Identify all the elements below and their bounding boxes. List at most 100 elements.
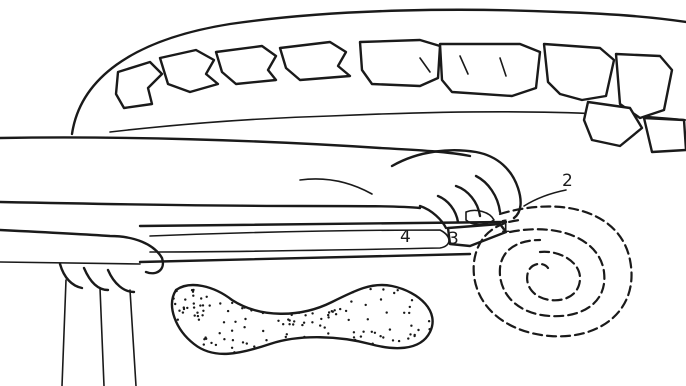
spiral-inner — [527, 252, 580, 301]
left-hand — [0, 230, 163, 292]
stipple-dot — [282, 323, 284, 325]
stipple-dot — [354, 339, 356, 341]
stipple-dot — [241, 307, 243, 309]
stipple-dot — [407, 337, 409, 339]
instrument-lower — [140, 254, 470, 262]
stipple-dot — [186, 307, 188, 309]
stipple-dot — [223, 321, 225, 323]
left-arm-lines — [62, 280, 136, 386]
stipple-dot — [353, 336, 355, 338]
stipple-dot — [227, 310, 229, 312]
stipple-dot — [232, 339, 234, 341]
vertebra — [216, 46, 276, 84]
stipple-dot — [398, 340, 400, 342]
stipple-dot — [413, 335, 415, 337]
stipple-dot — [382, 336, 384, 338]
stipple-dot — [172, 297, 174, 299]
stipple-dot — [291, 314, 293, 316]
stipple-dot — [193, 306, 195, 308]
stipple-dot — [304, 314, 306, 316]
stipple-dot — [428, 328, 430, 330]
stipple-dot — [369, 288, 371, 290]
stipple-dot — [392, 339, 394, 341]
stipple-dot — [380, 298, 382, 300]
stipple-dot — [334, 309, 336, 311]
forearm-crease — [300, 179, 372, 194]
stipple-dot — [215, 344, 217, 346]
stipple-dot — [382, 288, 384, 290]
stipple-dot — [242, 341, 244, 343]
stipple-dot — [311, 312, 313, 314]
stipple-dot — [200, 297, 202, 299]
stipple-dot — [198, 319, 200, 321]
stipple-dot — [202, 304, 204, 306]
stipple-dot — [320, 318, 322, 320]
stipple-dot — [409, 306, 411, 308]
stipple-dot — [265, 339, 267, 341]
stipple-dot — [311, 321, 313, 323]
stipple-dot — [210, 342, 212, 344]
stipple-dot — [408, 312, 410, 314]
stipple-dot — [219, 332, 221, 334]
stipple-dot — [331, 310, 333, 312]
stipple-dot — [350, 300, 352, 302]
stipple-dot — [206, 296, 208, 298]
vertebra — [544, 44, 614, 100]
stipple-dot — [288, 323, 290, 325]
stipple-dot — [285, 336, 287, 338]
stipple-dot — [197, 315, 199, 317]
stipple-dot — [182, 311, 184, 313]
stipple-dot — [244, 318, 246, 320]
stipple-dot — [204, 336, 206, 338]
stipple-dot — [371, 331, 373, 333]
stipple-dot — [328, 311, 330, 313]
stipple-dot — [403, 312, 405, 314]
forearm-upper-edge — [0, 137, 470, 156]
stipple-dot — [191, 289, 193, 291]
stipple-dot — [243, 326, 245, 328]
stipple-dot — [411, 299, 413, 301]
stipple-dots — [172, 288, 430, 354]
stipple-dot — [194, 314, 196, 316]
stipple-dot — [243, 306, 245, 308]
stipple-dot — [367, 318, 369, 320]
stipple-dot — [372, 343, 374, 345]
spine — [116, 40, 686, 152]
spiral-middle — [500, 229, 605, 316]
leader-line-2 — [524, 190, 566, 206]
stipple-dot — [193, 302, 195, 304]
stipple-dot — [339, 308, 341, 310]
label-4: 4 — [400, 227, 411, 247]
stipple-dot — [379, 335, 381, 337]
stipple-dot — [352, 291, 354, 293]
stipple-dot — [293, 320, 295, 322]
stipple-dot — [250, 309, 252, 311]
stipple-dot — [327, 332, 329, 334]
vertebra — [116, 62, 162, 108]
stipple-dot — [362, 331, 364, 333]
stipple-dot — [345, 310, 347, 312]
vertebra — [280, 42, 350, 80]
stipple-dot — [192, 295, 194, 297]
spiral-outer — [474, 206, 632, 336]
stipple-dot — [201, 314, 203, 316]
stipple-dot — [231, 330, 233, 332]
stipple-dot — [327, 314, 329, 316]
stipple-dot — [203, 343, 205, 345]
vertebra — [644, 118, 686, 152]
stipple-dot — [209, 304, 211, 306]
stipple-dot — [386, 311, 388, 313]
stipple-dot — [303, 336, 305, 338]
stipple-dot — [393, 292, 395, 294]
stipple-dot — [327, 316, 329, 318]
stipple-dot — [409, 333, 411, 335]
stipple-dot — [246, 342, 248, 344]
stipple-dot — [231, 347, 233, 349]
label-1: 1 — [500, 217, 511, 237]
stipple-dot — [262, 312, 264, 314]
stipple-dot — [410, 325, 412, 327]
vertebra — [160, 50, 218, 92]
stipple-dot — [231, 302, 233, 304]
colon-spiral — [474, 206, 632, 336]
